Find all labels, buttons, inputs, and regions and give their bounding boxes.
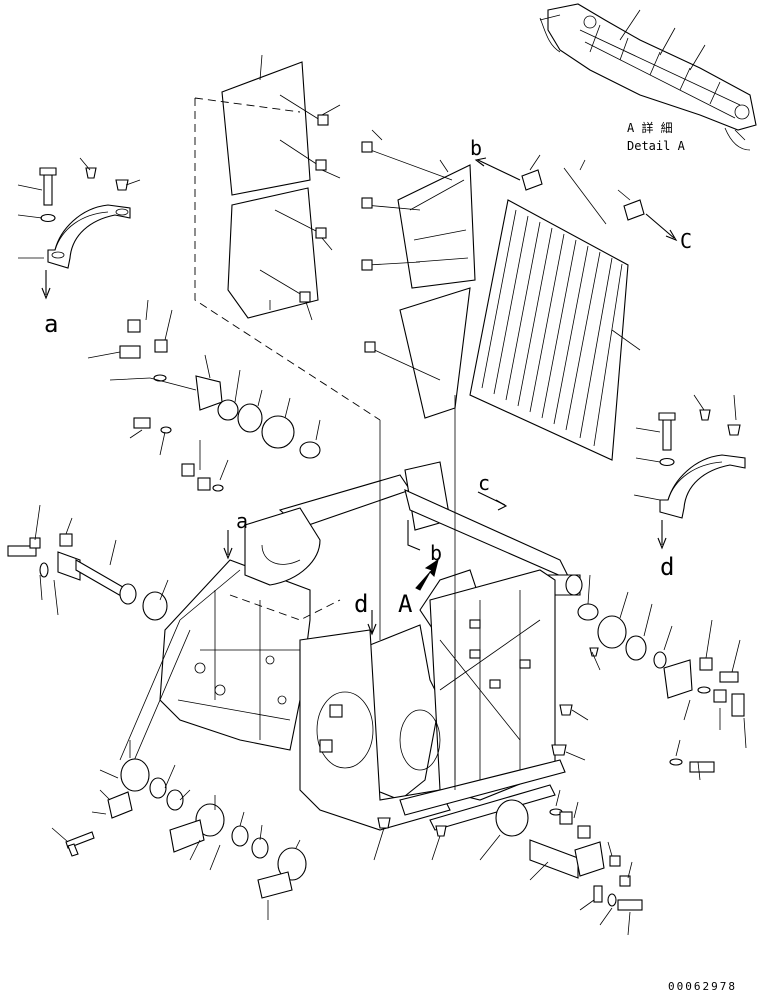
- detail-a-label-en: Detail A: [627, 139, 686, 153]
- cover-plate-center: [361, 129, 476, 419]
- label-d-right: d: [660, 553, 674, 581]
- main-frame: [119, 461, 583, 831]
- bushing-set-bottom-right: [373, 789, 643, 936]
- label-a-frame: a: [236, 509, 248, 533]
- detail-a-illustration: [539, 3, 757, 151]
- hidden-edge: [229, 594, 341, 621]
- right-saddle-clamp: [633, 394, 746, 550]
- label-c-frame: c: [478, 471, 490, 495]
- label-b-right: b: [470, 136, 482, 160]
- cover-plate-upper-left: [194, 54, 381, 421]
- left-saddle-clamp: [17, 157, 141, 300]
- detail-a-label-jp: A 詳 細: [627, 120, 673, 135]
- pivot-hardware-right: [551, 574, 747, 781]
- doc-number: 00062978: [668, 980, 737, 993]
- label-a-left: a: [44, 310, 58, 338]
- label-d-frame: d: [354, 590, 368, 618]
- pivot-hardware-upper-left: [87, 299, 321, 492]
- arrow-b-frame: [407, 520, 421, 551]
- label-A-main: A: [398, 590, 413, 618]
- label-c-right: C: [680, 229, 692, 253]
- view-arrow-a: [415, 558, 439, 591]
- radiator-grille: [469, 154, 678, 461]
- label-b-frame: b: [430, 541, 442, 565]
- pivot-hardware-left-shaft: [7, 504, 169, 621]
- bushing-set-bottom-left: [51, 740, 307, 920]
